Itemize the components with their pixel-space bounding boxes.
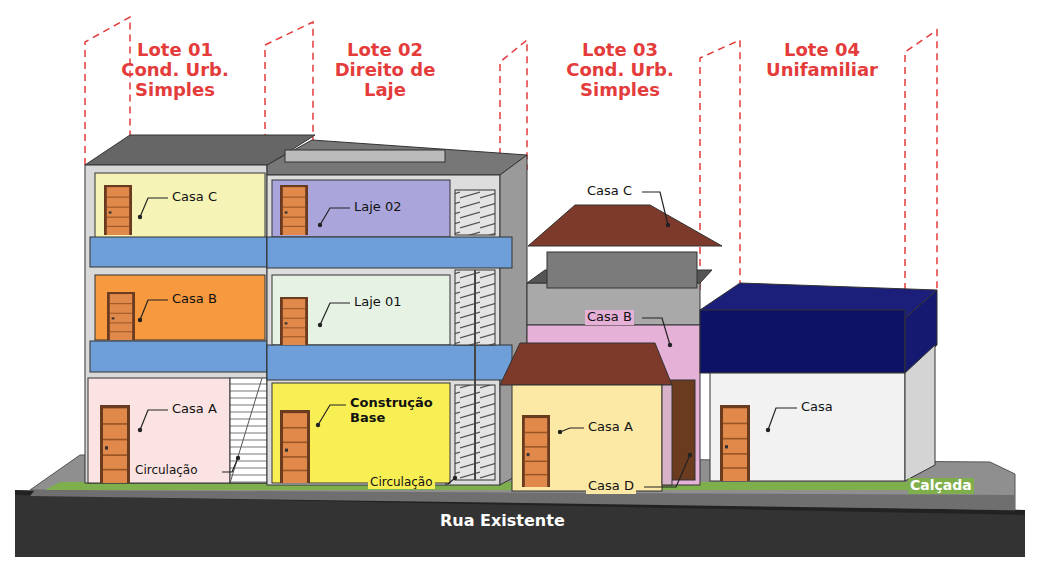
unit-label: Casa — [801, 400, 833, 415]
leader-line — [140, 192, 797, 487]
unit-label: Casa A — [588, 420, 633, 435]
building-lote-02 — [267, 140, 527, 485]
lot-heading: Lote 03 Cond. Urb. Simples — [558, 40, 683, 100]
unit-label: Laje 01 — [354, 295, 402, 310]
unit-label: Laje 02 — [354, 200, 402, 215]
lot-heading: Lote 01 Cond. Urb. Simples — [113, 40, 238, 100]
unit-label: Casa A — [172, 402, 217, 417]
unit-label: Casa B — [172, 292, 217, 307]
building-lote-04 — [700, 283, 937, 481]
street-label: Rua Existente — [440, 512, 565, 530]
unit-label: Casa D — [586, 479, 636, 494]
unit-label: Casa C — [585, 184, 634, 199]
unit-label: Casa C — [172, 190, 217, 205]
circulation-label: Circulação — [133, 464, 200, 477]
sidewalk-label: Calçada — [908, 478, 974, 494]
building-lote-01 — [85, 135, 315, 483]
lot-heading: Lote 04 Unifamiliar — [755, 40, 890, 80]
building-lote-03 — [500, 205, 722, 491]
lot-volume — [85, 17, 937, 290]
lot-heading: Lote 02 Direito de Laje — [323, 40, 448, 100]
door — [100, 185, 750, 487]
unit-label: Casa B — [585, 310, 634, 325]
leader-dot — [138, 215, 770, 480]
circulation-label: Circulação — [368, 476, 435, 489]
unit-label: Construção Base — [350, 396, 445, 425]
